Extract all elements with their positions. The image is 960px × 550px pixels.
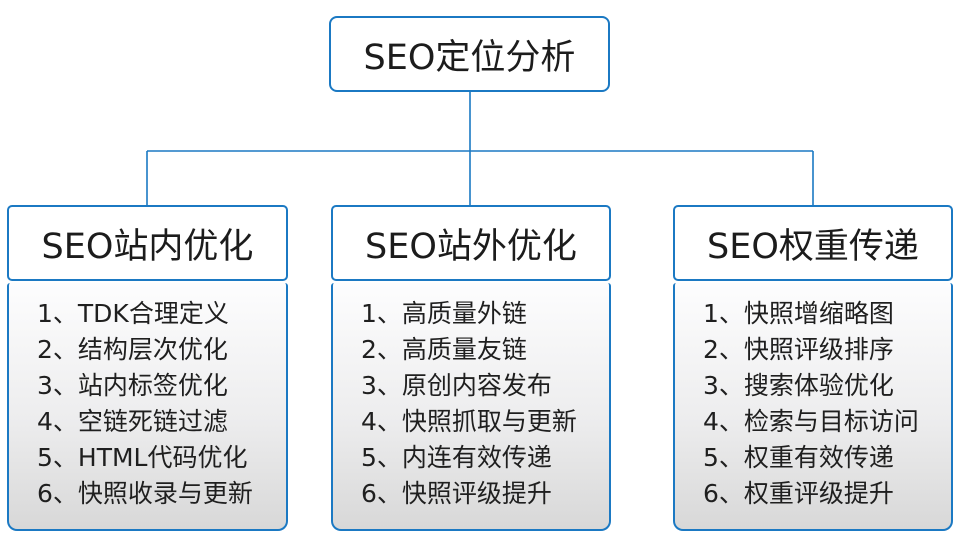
list-item: 3、站内标签优化 (37, 371, 228, 400)
branch-header-label: SEO站内优化 (41, 226, 254, 267)
list-item: 6、权重评级提升 (703, 479, 894, 508)
branch-list-weight: 1、快照增缩略图 2、快照评级排序 3、搜索体验优化 4、检索与目标访问 5、权… (673, 283, 953, 531)
root-node-label: SEO定位分析 (363, 37, 576, 78)
branch-list-onsite: 1、TDK合理定义 2、结构层次优化 3、站内标签优化 4、空链死链过滤 5、H… (7, 283, 288, 531)
list-item: 4、检索与目标访问 (703, 407, 919, 436)
list-item: 1、快照增缩略图 (703, 299, 894, 328)
list-item: 4、快照抓取与更新 (361, 407, 577, 436)
branch-weight-transfer: SEO权重传递 1、快照增缩略图 2、快照评级排序 3、搜索体验优化 4、检索与… (673, 205, 953, 531)
list-item: 5、HTML代码优化 (37, 443, 248, 472)
list-item: 3、搜索体验优化 (703, 371, 894, 400)
list-item: 6、快照收录与更新 (37, 479, 253, 508)
root-node-seo-positioning: SEO定位分析 (329, 16, 610, 92)
branch-offsite-optimization: SEO站外优化 1、高质量外链 2、高质量友链 3、原创内容发布 4、快照抓取与… (331, 205, 611, 531)
branch-header-offsite: SEO站外优化 (331, 205, 611, 281)
list-item: 1、TDK合理定义 (37, 299, 229, 328)
branch-list-offsite: 1、高质量外链 2、高质量友链 3、原创内容发布 4、快照抓取与更新 5、内连有… (331, 283, 611, 531)
list-item: 2、高质量友链 (361, 335, 527, 364)
list-item: 5、权重有效传递 (703, 443, 894, 472)
branch-header-weight: SEO权重传递 (673, 205, 953, 281)
list-item: 2、快照评级排序 (703, 335, 894, 364)
branch-header-label: SEO站外优化 (365, 226, 577, 267)
list-item: 5、内连有效传递 (361, 443, 552, 472)
branch-header-label: SEO权重传递 (707, 226, 919, 267)
list-item: 3、原创内容发布 (361, 371, 552, 400)
list-item: 6、快照评级提升 (361, 479, 552, 508)
branch-header-onsite: SEO站内优化 (7, 205, 288, 281)
list-item: 2、结构层次优化 (37, 335, 228, 364)
branch-onsite-optimization: SEO站内优化 1、TDK合理定义 2、结构层次优化 3、站内标签优化 4、空链… (7, 205, 288, 531)
list-item: 1、高质量外链 (361, 299, 527, 328)
list-item: 4、空链死链过滤 (37, 407, 228, 436)
